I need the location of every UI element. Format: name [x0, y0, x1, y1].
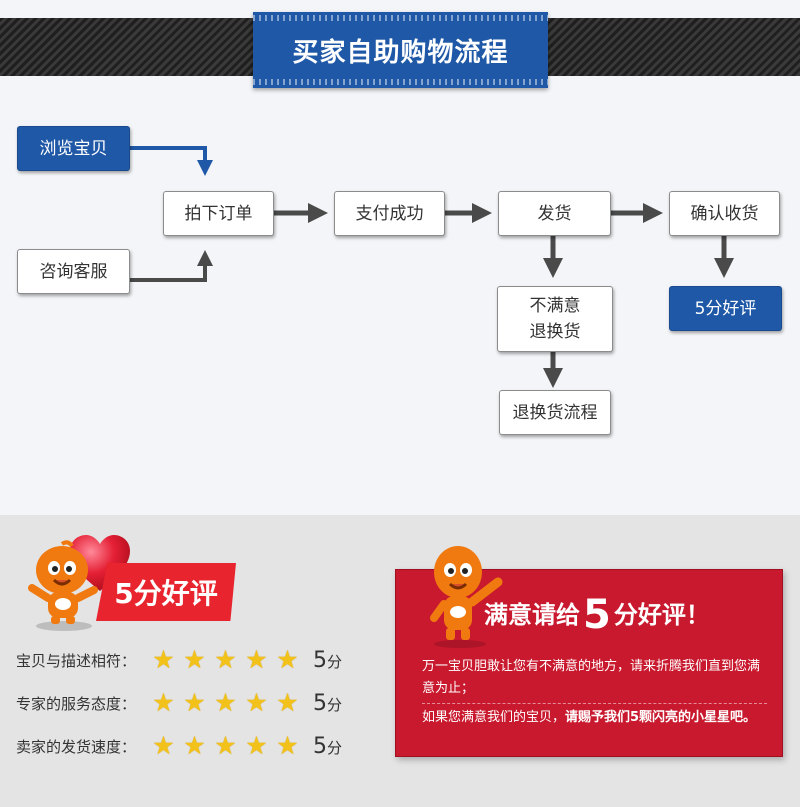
- step-order: 拍下订单: [163, 191, 274, 236]
- step-unsatisfied: 不满意 退换货: [497, 286, 613, 352]
- step-return-flow: 退换货流程: [499, 390, 611, 435]
- star-icon: ★: [183, 645, 206, 674]
- step-confirm: 确认收货: [669, 191, 780, 236]
- rating-score: 5分: [313, 733, 343, 759]
- promo-text-2: 如果您满意我们的宝贝，请赐予我们5颗闪亮的小星星吧。: [422, 710, 757, 725]
- rating-label: 卖家的发货速度：: [16, 737, 137, 756]
- rating-score: 5分: [313, 690, 343, 716]
- rating-row-service: 专家的服务态度： ★ ★ ★ ★ ★ 5分: [16, 688, 342, 718]
- star-icon: ★: [245, 688, 268, 717]
- star-icon: ★: [214, 731, 237, 760]
- star-icon: ★: [214, 688, 237, 717]
- star-icon: ★: [276, 645, 299, 674]
- star-icon: ★: [214, 645, 237, 674]
- step-ship: 发货: [498, 191, 611, 236]
- rating-score: 5分: [313, 647, 343, 673]
- step-pay: 支付成功: [334, 191, 445, 236]
- mascot-right-icon: [430, 546, 503, 648]
- rating-stars: ★ ★ ★ ★ ★: [150, 733, 301, 759]
- step-good-review: 5分好评: [669, 286, 782, 331]
- rating-row-shipping: 卖家的发货速度： ★ ★ ★ ★ ★ 5分: [16, 731, 342, 761]
- mascot-left-icon: [28, 540, 98, 631]
- promo-divider: [422, 703, 767, 704]
- step-browse: 浏览宝贝: [17, 126, 130, 171]
- step-consult: 咨询客服: [17, 249, 130, 294]
- flow-section: 买家自助购物流程 浏览宝贝 咨询客服 拍下订单 支付成功 发货 确认收货: [0, 12, 800, 435]
- star-icon: ★: [276, 731, 299, 760]
- star-icon: ★: [245, 645, 268, 674]
- arrow-consult-order: [130, 250, 213, 282]
- rating-stars: ★ ★ ★ ★ ★: [150, 647, 301, 673]
- rating-stars: ★ ★ ★ ★ ★: [150, 690, 301, 716]
- promo-text: 万一宝贝胆敢让您有不满意的地方，请来折腾我们直到您满意为止；: [422, 659, 761, 696]
- rating-row-description: 宝贝与描述相符： ★ ★ ★ ★ ★ 5分: [16, 645, 342, 675]
- rating-ribbon: 5分好评: [96, 563, 236, 621]
- rating-label: 专家的服务态度：: [16, 694, 137, 713]
- star-icon: ★: [183, 688, 206, 717]
- rating-label: 宝贝与描述相符：: [16, 651, 137, 670]
- star-icon: ★: [152, 731, 175, 760]
- step-unsatisfied-line2: 退换货: [529, 322, 581, 342]
- star-icon: ★: [183, 731, 206, 760]
- star-icon: ★: [152, 645, 175, 674]
- step-unsatisfied-line1: 不满意: [529, 296, 581, 316]
- arrow-browse-order: [130, 146, 213, 176]
- star-icon: ★: [276, 688, 299, 717]
- star-icon: ★: [152, 688, 175, 717]
- star-icon: ★: [245, 731, 268, 760]
- page-title: 买家自助购物流程: [253, 12, 548, 88]
